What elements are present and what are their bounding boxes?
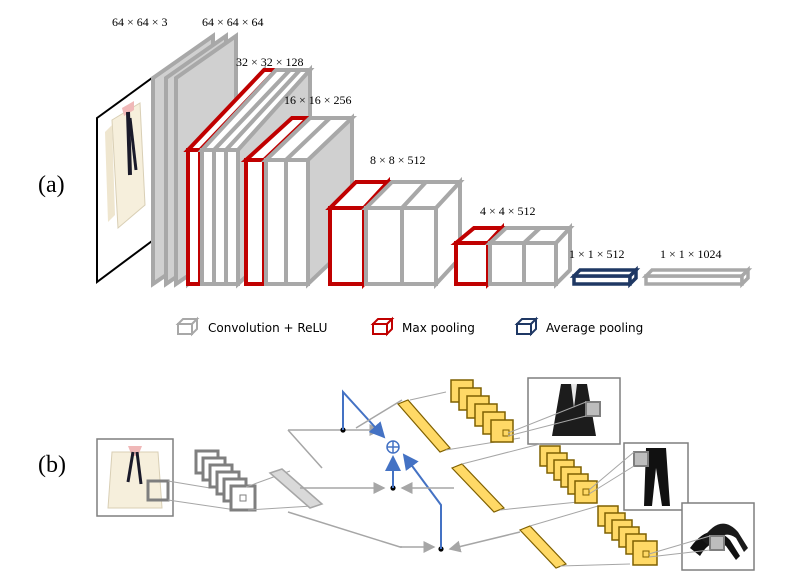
dim-conv3: 16 × 16 × 256 [284, 93, 352, 107]
pants-feature-stack [539, 445, 598, 504]
conv5-block [484, 222, 575, 289]
candidate-blazer [396, 377, 621, 453]
dim-conv1: 64 × 64 × 64 [202, 15, 264, 29]
candidate-arrows [355, 399, 521, 553]
dim-avgpool: 1 × 1 × 512 [569, 247, 625, 261]
dim-conv5: 4 × 4 × 512 [480, 204, 536, 218]
legend-maxpool-label: Max pooling [402, 321, 475, 335]
panel-b-label: (b) [38, 452, 66, 478]
maxpool2-block [240, 116, 313, 286]
panel-a-label: (a) [38, 172, 65, 198]
legend-conv-label: Convolution + ReLU [208, 321, 327, 335]
candidate-pants [450, 442, 689, 513]
legend-maxpool-icon [370, 316, 395, 337]
dim-conv4: 8 × 8 × 512 [370, 153, 426, 167]
avgpool-block [569, 265, 641, 289]
query-image-blouse [96, 438, 174, 517]
heels-embedding-bar [518, 525, 568, 569]
sum-operator-icon [386, 440, 400, 454]
legend-avgpool-label: Average pooling [546, 321, 643, 335]
legend-avgpool-icon [514, 316, 539, 337]
query-embedding-bar [268, 468, 324, 509]
input-image [96, 76, 153, 284]
conv4-block [361, 176, 465, 290]
dim-conv2: 32 × 32 × 128 [236, 55, 304, 69]
fan-arrows [287, 424, 436, 553]
dim-input: 64 × 64 × 3 [112, 15, 168, 29]
heels-feature-stack [597, 505, 658, 566]
query-feature-stack [167, 449, 257, 512]
blazer-feature-stack [450, 379, 514, 443]
dim-fc: 1 × 1 × 1024 [660, 247, 722, 261]
blazer-embedding-bar [396, 399, 452, 453]
pants-embedding-bar [450, 463, 506, 513]
candidate-heels [518, 502, 755, 571]
conv3-block [261, 113, 357, 289]
blue-arrows [342, 389, 442, 549]
legend-conv-icon [175, 316, 200, 337]
fc-block [641, 265, 753, 289]
legend: Convolution + ReLU Max pooling Average p… [175, 316, 643, 337]
